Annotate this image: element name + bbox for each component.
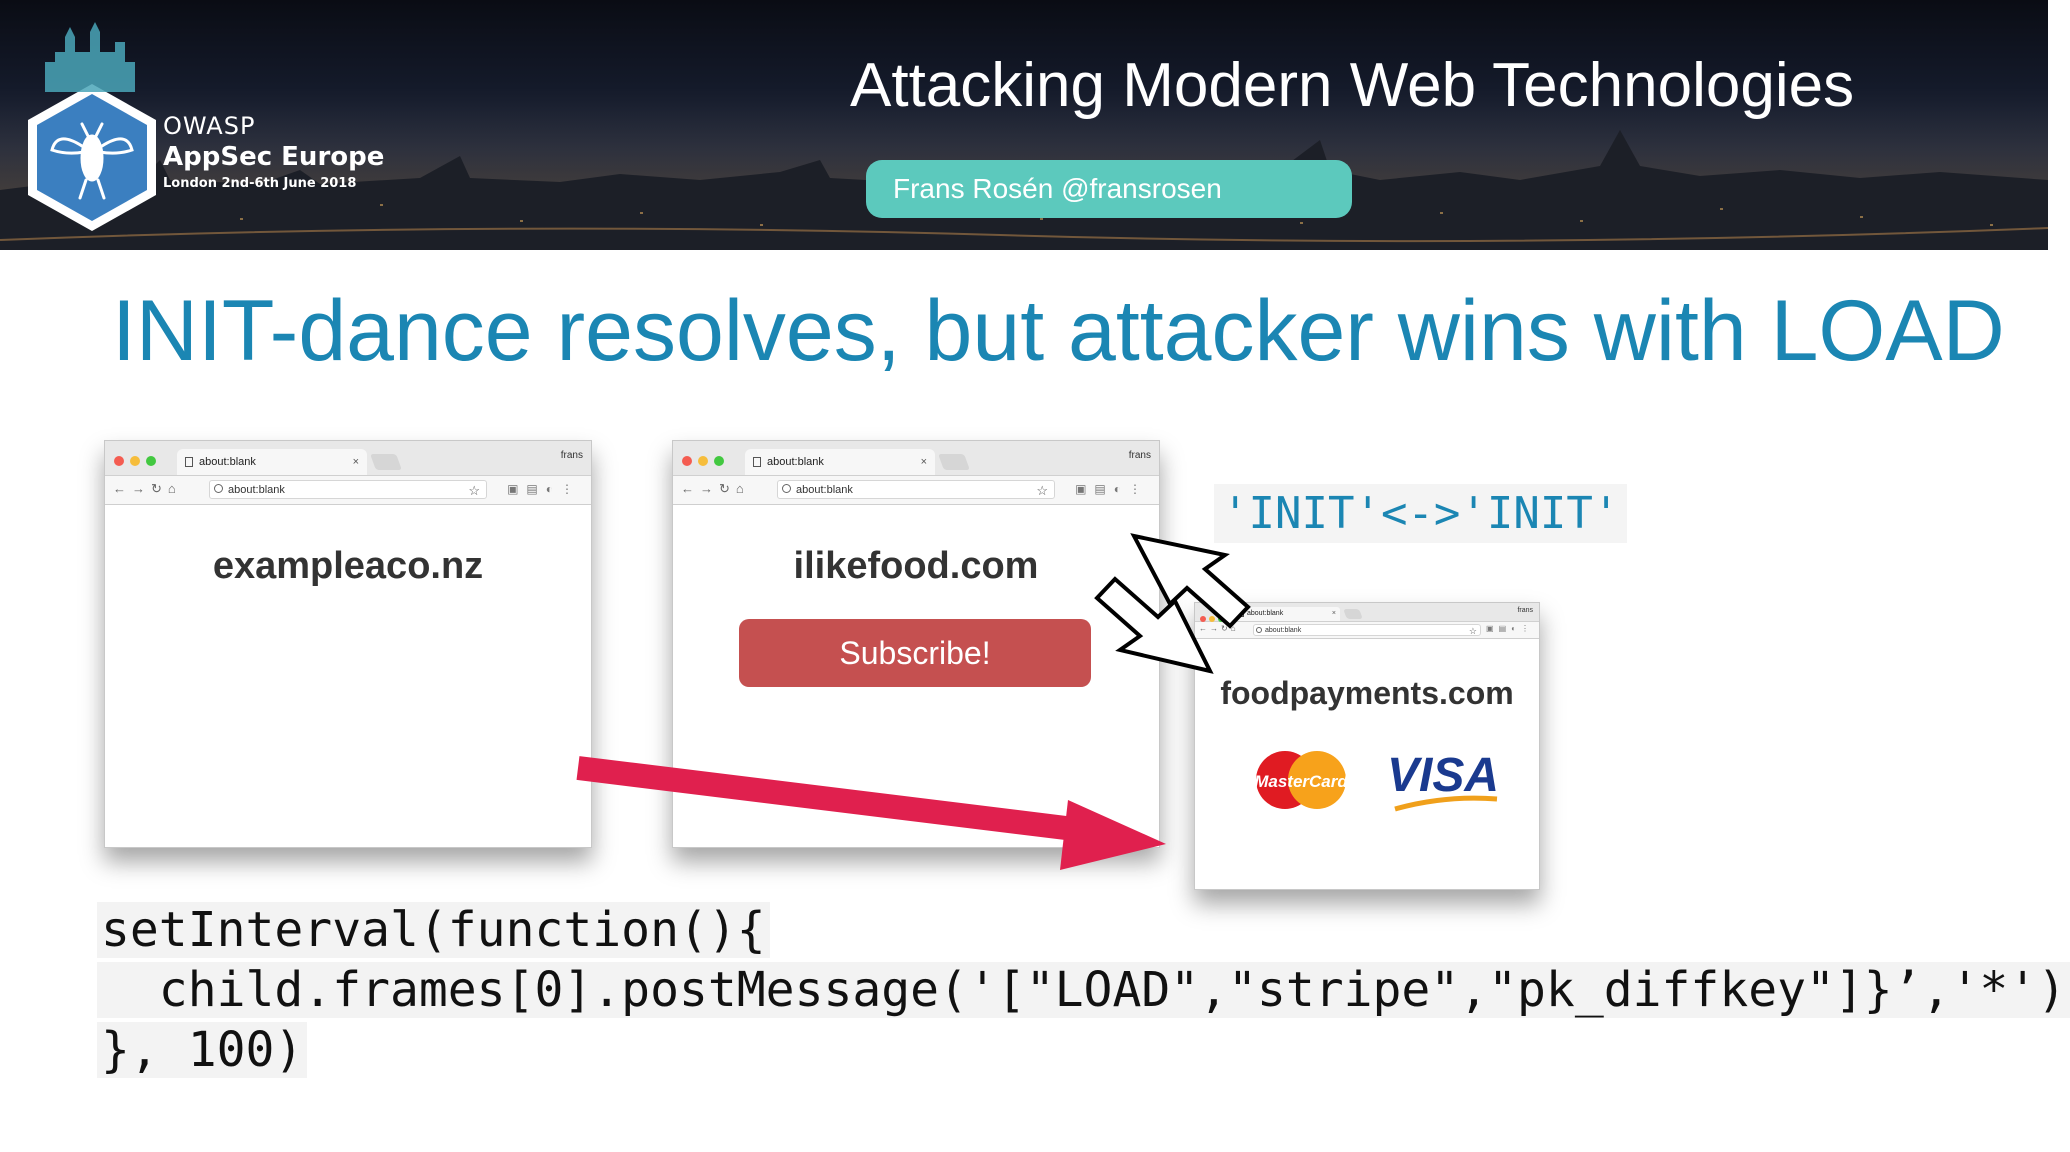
tab-title: about:blank bbox=[1247, 610, 1284, 617]
address-text: about:blank bbox=[796, 484, 853, 496]
star-icon[interactable]: ☆ bbox=[1468, 626, 1477, 636]
address-text: about:blank bbox=[228, 484, 285, 496]
info-icon[interactable] bbox=[782, 484, 791, 493]
init-exchange-label: 'INIT'<->'INIT' bbox=[1214, 484, 1628, 543]
tab-title: about:blank bbox=[199, 456, 256, 468]
code-line-2: child.frames[0].postMessage('["LOAD","st… bbox=[97, 962, 2070, 1018]
speaker-pill: Frans Rosén @fransrosen bbox=[866, 160, 1352, 218]
minimize-dot-icon[interactable] bbox=[698, 456, 708, 466]
event-dates: London 2nd-6th June 2018 bbox=[163, 176, 357, 191]
nav-buttons[interactable]: ←→↻⌂ bbox=[113, 481, 182, 496]
browser-toolbar: ←→↻⌂ about:blank ☆ ▣▤◐⋮ bbox=[673, 476, 1159, 505]
browser-tab-strip: about:blank × frans bbox=[105, 441, 591, 476]
code-text: child.frames[0].postMessage('["LOAD","st… bbox=[97, 962, 2070, 1018]
browser-toolbar: ←→↻⌂ about:blank ☆ ▣▤◐⋮ bbox=[1195, 622, 1539, 639]
visa-logo: VISA bbox=[1387, 749, 1499, 812]
info-icon[interactable] bbox=[1256, 627, 1262, 633]
extension-icons[interactable]: ▣▤◐⋮ bbox=[507, 482, 581, 496]
address-bar[interactable]: about:blank ☆ bbox=[777, 480, 1055, 499]
address-text: about:blank bbox=[1265, 627, 1302, 634]
address-bar[interactable]: about:blank ☆ bbox=[1253, 624, 1481, 636]
close-dot-icon[interactable] bbox=[1200, 616, 1206, 622]
maximize-dot-icon[interactable] bbox=[714, 456, 724, 466]
profile-name[interactable]: frans bbox=[560, 450, 583, 461]
tab-close-icon[interactable]: × bbox=[920, 456, 927, 468]
star-icon[interactable]: ☆ bbox=[1036, 483, 1048, 498]
code-text: }, 100) bbox=[97, 1022, 308, 1078]
tab-close-icon[interactable]: × bbox=[352, 456, 359, 468]
extension-icons[interactable]: ▣▤◐⋮ bbox=[1075, 482, 1149, 496]
double-arrow-icon bbox=[1094, 533, 1251, 674]
profile-name[interactable]: frans bbox=[1517, 607, 1533, 614]
talk-title: Attacking Modern Web Technologies bbox=[850, 51, 1855, 120]
mastercard-logo: MasterCard bbox=[1254, 751, 1348, 809]
minimize-dot-icon[interactable] bbox=[130, 456, 140, 466]
tab-title: about:blank bbox=[767, 456, 824, 468]
code-text: setInterval(function(){ bbox=[97, 902, 770, 958]
nav-buttons[interactable]: ←→↻⌂ bbox=[1199, 624, 1239, 633]
visa-text: VISA bbox=[1387, 749, 1499, 802]
nav-buttons[interactable]: ←→↻⌂ bbox=[681, 481, 750, 496]
maximize-dot-icon[interactable] bbox=[146, 456, 156, 466]
browser-tab-strip: about:blank × frans bbox=[1195, 603, 1539, 622]
window-controls[interactable] bbox=[114, 453, 162, 471]
code-line-3: }, 100) bbox=[97, 1022, 308, 1078]
browser-window-foodpayments: about:blank × frans ←→↻⌂ about:blank ☆ ▣… bbox=[1194, 602, 1540, 890]
close-dot-icon[interactable] bbox=[114, 456, 124, 466]
browser-toolbar: ←→↻⌂ about:blank ☆ ▣▤◐⋮ bbox=[105, 476, 591, 505]
mastercard-text: MasterCard bbox=[1254, 772, 1348, 791]
profile-name[interactable]: frans bbox=[1128, 450, 1151, 461]
castle-icon bbox=[45, 22, 135, 92]
browser-tab-strip: about:blank × frans bbox=[673, 441, 1159, 476]
slide-title: INIT-dance resolves, but attacker wins w… bbox=[112, 283, 2005, 379]
event-label: AppSec Europe bbox=[163, 142, 385, 172]
site-name: ilikefood.com bbox=[793, 545, 1039, 587]
extension-icons[interactable]: ▣▤◐⋮ bbox=[1486, 624, 1534, 633]
window-controls[interactable] bbox=[682, 453, 730, 471]
owasp-logo-text: OWASP AppSec Europe London 2nd-6th June … bbox=[163, 112, 384, 191]
address-bar[interactable]: about:blank ☆ bbox=[209, 480, 487, 499]
header-banner: OWASP AppSec Europe London 2nd-6th June … bbox=[0, 0, 2049, 250]
code-line-1: setInterval(function(){ bbox=[97, 902, 770, 958]
red-arrow-icon bbox=[576, 756, 1166, 870]
close-dot-icon[interactable] bbox=[682, 456, 692, 466]
tab-close-icon[interactable]: × bbox=[1331, 610, 1336, 617]
document-icon bbox=[185, 457, 193, 467]
browser-tab[interactable]: about:blank × bbox=[177, 449, 367, 475]
site-name: foodpayments.com bbox=[1220, 675, 1514, 711]
info-icon[interactable] bbox=[214, 484, 223, 493]
subscribe-button[interactable]: Subscribe! bbox=[739, 619, 1091, 687]
document-icon bbox=[753, 457, 761, 467]
site-name: exampleaco.nz bbox=[212, 545, 484, 587]
browser-window-exampleaco: about:blank × frans ←→↻⌂ about:blank ☆ ▣… bbox=[104, 440, 592, 848]
owasp-wasp-logo bbox=[28, 84, 156, 231]
star-icon[interactable]: ☆ bbox=[468, 483, 480, 498]
minimize-dot-icon[interactable] bbox=[1209, 616, 1215, 622]
browser-tab[interactable]: about:blank × bbox=[745, 449, 935, 475]
owasp-label: OWASP bbox=[163, 112, 256, 140]
